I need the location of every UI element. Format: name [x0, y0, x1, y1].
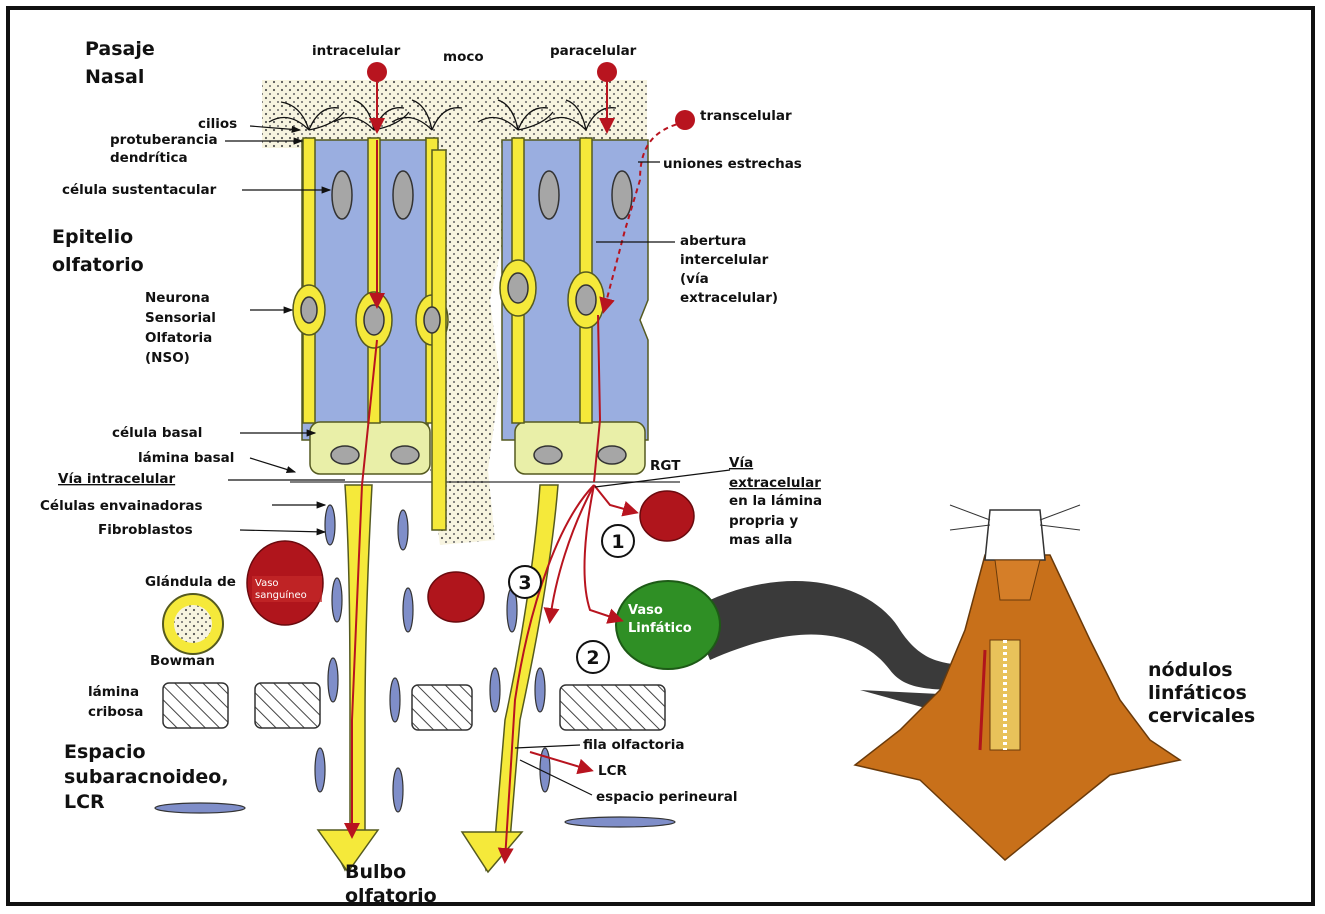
label-intercelular: intercelular [680, 252, 769, 268]
label-olfatorio: olfatorio [52, 254, 144, 276]
label-intracelular: intracelular [312, 43, 401, 59]
label-subaracnoideo: subaracnoideo, [64, 766, 229, 788]
label-moco: moco [443, 49, 484, 65]
number-2: 2 [586, 647, 599, 669]
label-celulas-envainadoras: Células envainadoras [40, 498, 203, 514]
label-celula-sustentacular: célula sustentacular [62, 182, 217, 198]
label-bulbo: Bulbo [345, 861, 406, 883]
label-via-extra-1: Vía [729, 455, 753, 471]
label-cilios: cilios [198, 116, 237, 132]
label-glandula: Glándula de [145, 574, 236, 590]
label-bowman: Bowman [150, 653, 215, 669]
label-vaso-linfatico-1: Vaso [628, 603, 663, 618]
bowman-gland [163, 594, 223, 654]
label-olfatoria: Olfatoria [145, 330, 212, 346]
label-vaso-sanguineo-2: sanguíneo [255, 589, 307, 601]
number-1: 1 [611, 531, 624, 553]
label-lamina: lámina [88, 684, 139, 700]
label-via-intracelular: Vía intracelular [58, 471, 175, 487]
label-transcelular: transcelular [700, 108, 792, 124]
lymph-duct [690, 581, 975, 690]
label-via: (vía [680, 271, 709, 287]
label-via-extra-5: mas alla [729, 532, 792, 548]
label-rgt: RGT [650, 458, 681, 474]
lamina-cribosa [163, 683, 665, 730]
label-lcr: LCR [598, 763, 628, 779]
label-via-extra-3: en la lámina [729, 493, 822, 509]
label-pasaje: Pasaje [85, 38, 155, 60]
label-nso: (NSO) [145, 350, 190, 366]
label-espacio-perineural: espacio perineural [596, 789, 737, 805]
label-via-extra-4: propria y [729, 513, 798, 529]
label-via-extra-2: extracelular [729, 475, 821, 491]
label-dendritica: dendrítica [110, 150, 188, 166]
label-cervicales: cervicales [1148, 705, 1255, 727]
label-vaso-sanguineo-1: Vaso [255, 578, 279, 589]
label-protuberancia: protuberancia [110, 132, 218, 148]
label-nasal: Nasal [85, 66, 144, 88]
label-lamina-basal: lámina basal [138, 450, 234, 466]
label-fibroblastos: Fibroblastos [98, 522, 193, 538]
label-nodulos: nódulos [1148, 659, 1233, 681]
label-vaso-linfatico-2: Linfático [628, 621, 692, 636]
label-espacio: Espacio [64, 741, 146, 763]
label-paracelular: paracelular [550, 43, 637, 59]
label-bulbo-olfatorio: olfatorio [345, 885, 437, 907]
label-fila-olfactoria: fila olfactoria [583, 737, 684, 753]
label-neurona: Neurona [145, 290, 210, 306]
rat-illustration [855, 505, 1180, 860]
label-uniones-estrechas: uniones estrechas [663, 156, 802, 172]
label-epitelio: Epitelio [52, 226, 133, 248]
label-cribosa: cribosa [88, 704, 143, 720]
label-linfaticos: linfáticos [1148, 682, 1247, 704]
label-extracelular-paren: extracelular) [680, 290, 778, 306]
number-3: 3 [518, 572, 531, 594]
label-sensorial: Sensorial [145, 310, 216, 326]
label-lcr-left: LCR [64, 791, 105, 813]
label-celula-basal: célula basal [112, 425, 202, 441]
label-abertura: abertura [680, 233, 746, 249]
